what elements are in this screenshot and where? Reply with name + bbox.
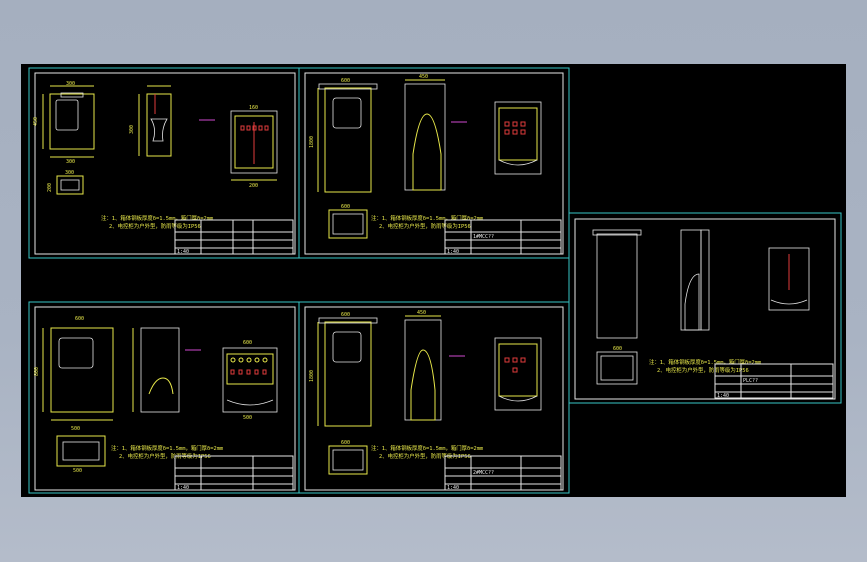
note-line-2: 2、电控柜为户外型，防雨等级为IP56 — [657, 366, 749, 374]
dim-label: 1800 — [309, 136, 315, 148]
sheet-border — [304, 72, 564, 255]
title-block — [444, 455, 562, 491]
base-view — [328, 209, 368, 239]
sheet-frame — [28, 301, 300, 494]
title-block-code: 2#MCC?? — [473, 470, 494, 476]
dim-label: 450 — [33, 117, 39, 126]
sheet-border — [34, 306, 296, 491]
front-view — [42, 85, 95, 158]
base-view — [56, 435, 106, 467]
dim-label: 200 — [249, 183, 258, 189]
sheet-border — [34, 72, 296, 255]
drawing-sheet-3[interactable]: 600 800 500 500 60 — [28, 301, 300, 494]
front-view — [42, 327, 114, 421]
sheet-border — [304, 306, 564, 491]
title-block — [174, 455, 294, 491]
mounting-plate-view — [222, 347, 278, 413]
side-view — [404, 79, 467, 191]
side-view — [132, 327, 201, 413]
note-line-1: 注：1、箱体钢板厚度δ=1.5mm，箱门厚δ=2mm — [111, 444, 223, 452]
sheet-frame — [298, 301, 570, 494]
drawing-sheet-1[interactable]: 300 450 300 300 200 300 — [28, 67, 300, 259]
mounting-plate-view — [768, 247, 810, 311]
mounting-plate-view — [199, 110, 278, 181]
dim-label: 500 — [243, 415, 252, 421]
title-block — [444, 219, 562, 255]
title-block-scale: 1:40 — [447, 485, 459, 491]
dim-label: 300 — [66, 159, 75, 165]
note-line-2: 2、电控柜为户外型，防雨等级为IP56 — [109, 222, 201, 230]
sheet-frame — [298, 67, 570, 259]
note-line-2: 2、电控柜为户外型，防雨等级为IP56 — [119, 452, 211, 460]
dim-label: 200 — [47, 183, 53, 192]
dim-label: 500 — [73, 468, 82, 474]
mounting-plate-view — [494, 337, 542, 411]
note-line-1: 注：1、箱体钢板厚度δ=1.5mm，箱门厚δ=2mm — [649, 358, 761, 366]
title-block-code: PLC?? — [743, 378, 758, 384]
dim-label: 500 — [71, 426, 80, 432]
title-block-scale: 1:40 — [177, 485, 189, 491]
mounting-plate-view — [494, 101, 542, 175]
dim-label: 600 — [613, 346, 622, 352]
side-view — [138, 85, 172, 157]
title-block-scale: 1:40 — [447, 249, 459, 255]
dim-label: 600 — [341, 312, 350, 318]
dim-label: 450 — [419, 74, 428, 80]
dim-label: 600 — [341, 78, 350, 84]
dim-label: 1800 — [309, 370, 315, 382]
side-view — [680, 229, 710, 331]
dim-label: 300 — [65, 170, 74, 176]
note-line-1: 注：1、箱体钢板厚度δ=1.5mm，箱门厚δ=2mm — [371, 444, 483, 452]
dim-label: 600 — [75, 316, 84, 322]
note-line-2: 2、电控柜为户外型，防雨等级为IP56 — [379, 222, 471, 230]
note-line-2: 2、电控柜为户外型，防雨等级为IP56 — [379, 452, 471, 460]
cad-model-space[interactable]: .fr{fill:none;stroke:#39c6c6;stroke-widt… — [21, 64, 846, 497]
title-block-scale: 1:40 — [717, 393, 729, 399]
base-view — [56, 175, 84, 195]
drawing-sheet-5[interactable]: 600 注：1、箱体钢板厚度δ=1.5mm，箱门厚δ=2mm 2、电控柜为户外型… — [568, 212, 842, 404]
note-line-1: 注：1、箱体钢板厚度δ=1.5mm，箱门厚δ=2mm — [371, 214, 483, 222]
dim-label: 450 — [417, 310, 426, 316]
title-block — [714, 363, 834, 399]
dim-label: 600 — [341, 204, 350, 210]
note-line-1: 注：1、箱体钢板厚度δ=1.5mm，箱门厚δ=2mm — [101, 214, 213, 222]
front-view — [317, 317, 378, 427]
sheet-frame — [568, 212, 842, 404]
title-block — [174, 219, 294, 255]
title-block-scale: 1:40 — [177, 249, 189, 255]
title-block-code: 1#MCC?? — [473, 234, 494, 240]
drawing-sheet-4[interactable]: 600 1800 600 450 注：1、箱体钢板厚度δ=1.5mm，箱门厚δ=… — [298, 301, 570, 494]
dim-label: 300 — [66, 81, 75, 87]
front-view — [592, 229, 642, 339]
drawing-sheet-2[interactable]: 600 1800 600 450 注：1、箱体钢板厚度δ=1.5mm，箱门厚δ=… — [298, 67, 570, 259]
dim-label: 600 — [341, 440, 350, 446]
base-view — [596, 351, 638, 385]
sheet-border — [574, 218, 836, 400]
base-view — [328, 445, 368, 475]
cad-drawing: .fr{fill:none;stroke:#39c6c6;stroke-widt… — [28, 67, 842, 494]
dim-label: 800 — [34, 367, 40, 376]
front-view — [317, 83, 378, 193]
dim-label: 600 — [243, 340, 252, 346]
dim-label: 300 — [129, 125, 135, 134]
side-view — [404, 315, 465, 421]
dim-label: 160 — [249, 105, 258, 111]
